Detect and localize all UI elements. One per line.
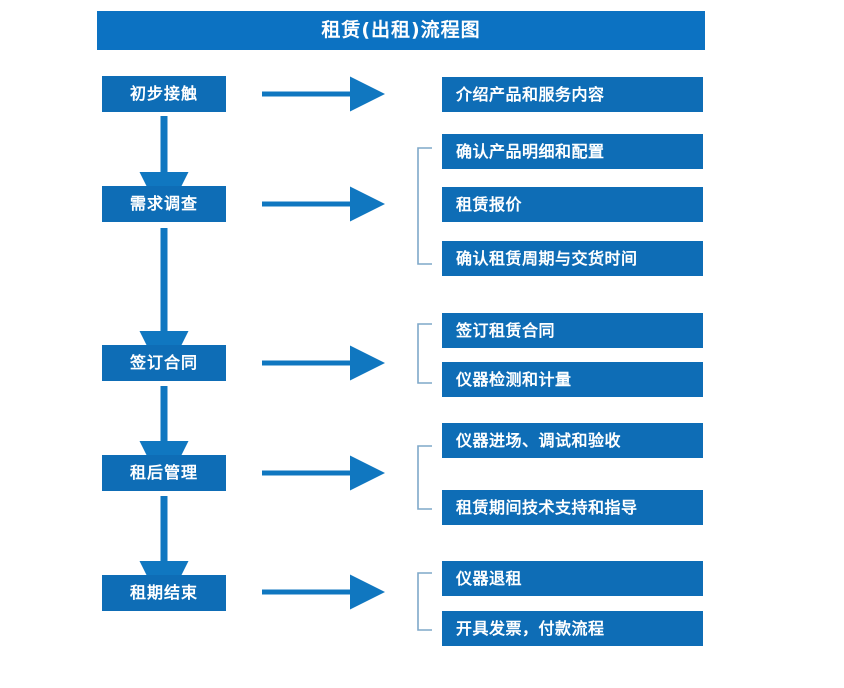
- task-node-instrument-return[interactable]: 仪器退租: [442, 561, 703, 596]
- stage-label: 需求调查: [129, 194, 198, 213]
- task-node-instrument-inspection[interactable]: 仪器检测和计量: [442, 362, 703, 397]
- task-label: 确认产品明细和配置: [456, 141, 605, 161]
- stage-node-requirement-survey[interactable]: 需求调查: [102, 186, 226, 222]
- task-label: 签订租赁合同: [456, 320, 556, 340]
- stage-node-sign-contract[interactable]: 签订合同: [102, 345, 226, 381]
- task-label: 仪器进场、调试和验收: [456, 430, 622, 450]
- stage-node-rental-end[interactable]: 租期结束: [102, 575, 226, 611]
- task-node-invoice-payment[interactable]: 开具发票，付款流程: [442, 611, 703, 646]
- task-node-confirm-product-spec[interactable]: 确认产品明细和配置: [442, 134, 703, 169]
- task-label: 仪器检测和计量: [456, 369, 572, 389]
- task-node-instrument-onsite-commissioning[interactable]: 仪器进场、调试和验收: [442, 423, 703, 458]
- task-node-confirm-period-delivery[interactable]: 确认租赁周期与交货时间: [442, 241, 703, 276]
- bracket-stage3-tasks: [417, 323, 432, 384]
- stage-label: 签订合同: [129, 353, 198, 372]
- task-node-introduce-products[interactable]: 介绍产品和服务内容: [442, 77, 703, 112]
- page-title: 租赁(出租)流程图: [321, 19, 481, 41]
- task-label: 开具发票，付款流程: [456, 618, 605, 638]
- task-label: 确认租赁周期与交货时间: [456, 248, 638, 268]
- bracket-stage5-tasks: [417, 572, 432, 631]
- task-node-sign-rental-contract[interactable]: 签订租赁合同: [442, 313, 703, 348]
- bracket-stage4-tasks: [417, 445, 432, 510]
- stage-label: 租期结束: [129, 583, 198, 602]
- stage-label: 初步接触: [129, 84, 198, 103]
- task-label: 介绍产品和服务内容: [456, 84, 605, 104]
- task-node-rental-quote[interactable]: 租赁报价: [442, 187, 703, 222]
- stage-label: 租后管理: [129, 463, 198, 482]
- chart-title-bar: 租赁(出租)流程图: [97, 11, 705, 50]
- task-label: 租赁期间技术支持和指导: [456, 497, 638, 517]
- task-node-technical-support[interactable]: 租赁期间技术支持和指导: [442, 490, 703, 525]
- stage-node-initial-contact[interactable]: 初步接触: [102, 76, 226, 112]
- bracket-stage2-tasks: [417, 147, 432, 265]
- task-label: 租赁报价: [456, 194, 523, 214]
- task-label: 仪器退租: [456, 568, 523, 588]
- stage-node-post-rental-management[interactable]: 租后管理: [102, 455, 226, 491]
